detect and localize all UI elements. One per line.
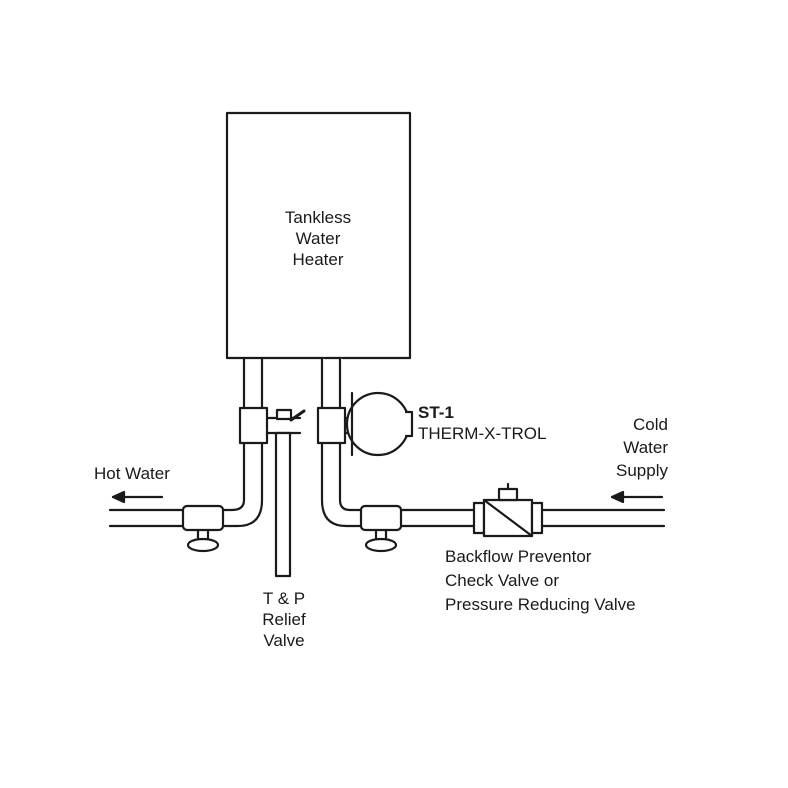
heater-label-line3: Heater bbox=[292, 250, 344, 269]
hot-flow-arrow-icon bbox=[111, 490, 164, 504]
cold-valve-body bbox=[359, 504, 403, 532]
relief-valve-body bbox=[265, 416, 302, 435]
cold-label-line3: Supply bbox=[616, 461, 668, 480]
relief-valve-label: T & P Relief Valve bbox=[234, 588, 334, 651]
relief-label-line1: T & P bbox=[262, 589, 306, 608]
backflow-label-line1: Backflow Preventor bbox=[445, 547, 592, 566]
hot-valve-body bbox=[181, 504, 225, 532]
cold-label-line1: Cold bbox=[633, 415, 668, 434]
backflow-fitting-right bbox=[530, 501, 544, 535]
st1-label: ST-1 THERM-X-TROL bbox=[418, 402, 546, 444]
relief-label-line3: Valve bbox=[263, 631, 305, 650]
heater-box bbox=[225, 111, 412, 360]
st1-name: THERM-X-TROL bbox=[418, 424, 547, 443]
hot-pipe-coupling bbox=[238, 406, 269, 445]
cold-inlet-pipe bbox=[320, 356, 666, 528]
cold-water-label: Cold Water Supply bbox=[568, 413, 668, 482]
hot-outlet-pipe bbox=[108, 356, 264, 528]
backflow-fitting-left bbox=[472, 501, 486, 535]
st1-valve-stub bbox=[404, 410, 414, 438]
relief-valve-handle bbox=[289, 409, 306, 422]
backflow-label-line2: Check Valve or bbox=[445, 571, 560, 590]
cold-label-line2: Water bbox=[623, 438, 668, 457]
cold-pipe-coupling bbox=[316, 406, 347, 445]
backflow-label-line3: Pressure Reducing Valve bbox=[445, 595, 636, 614]
relief-discharge-pipe bbox=[274, 431, 292, 578]
heater-label-line2: Water bbox=[295, 229, 341, 248]
relief-valve-cap bbox=[275, 408, 293, 421]
st1-code: ST-1 bbox=[418, 403, 454, 422]
cold-valve-handle bbox=[364, 537, 398, 553]
backflow-diagonal bbox=[482, 498, 534, 538]
hot-water-label: Hot Water bbox=[94, 464, 170, 483]
backflow-label: Backflow Preventor Check Valve or Pressu… bbox=[445, 545, 636, 617]
st1-tank bbox=[345, 391, 411, 457]
hot-valve-handle bbox=[186, 537, 220, 553]
backflow-cap bbox=[497, 487, 519, 502]
cold-flow-arrow-icon bbox=[610, 490, 664, 504]
heater-label: Tankless Water Heater bbox=[268, 207, 368, 270]
relief-label-line2: Relief bbox=[262, 610, 306, 629]
heater-label-line1: Tankless bbox=[284, 208, 352, 227]
